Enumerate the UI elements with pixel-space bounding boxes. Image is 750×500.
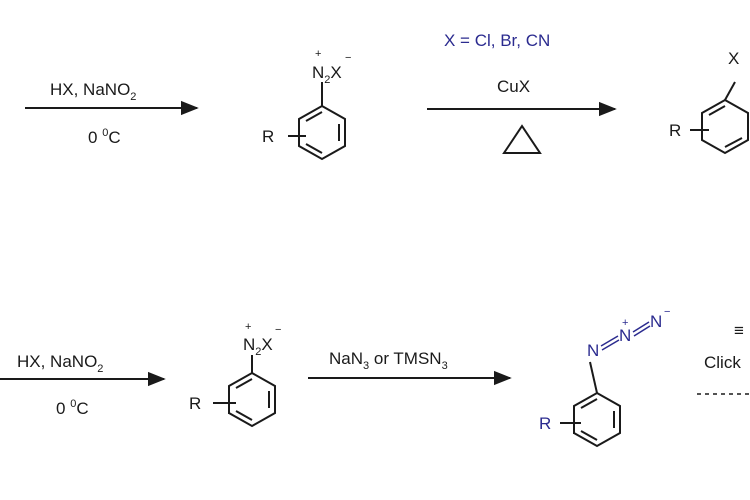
minus-charge: − [275,324,281,336]
r1-step1-temperature: 0 0C [88,127,121,147]
r1-product-structure: X R [669,49,749,155]
x-substituent-label: X [728,49,739,68]
r1-diazonium-label: N2X [312,63,342,86]
plus-charge: + [315,48,321,60]
r1-diazonium-structure: N2X + − R [262,48,351,161]
plus-charge: + [622,317,628,329]
r2-diazonium-structure: N2X + − R [189,321,281,428]
benzene-ring [298,104,346,161]
azide-n1: N [587,341,599,360]
azide-n3: N [650,312,662,331]
minus-charge: − [345,52,351,64]
r2-step1-reagent: HX, NaNO2 [17,352,103,375]
heat-triangle-icon [502,124,542,154]
r-group-label: R [539,414,551,433]
r2-azide-structure: R N N + N − [539,306,670,448]
r1-step2-halide-condition: X = Cl, Br, CN [444,31,550,50]
alkyne-symbol: ≡ [734,321,744,340]
r-group-label: R [189,394,201,413]
plus-charge: + [245,321,251,333]
r2-step2-reagent: NaN3 or TMSN3 [329,349,448,372]
benzene-ring [573,391,621,448]
r-group-label: R [669,121,681,140]
r1-step1-reagent: HX, NaNO2 [50,80,136,103]
r-group-label: R [262,127,274,146]
azide-n2: N [619,326,631,345]
r2-step1-temperature: 0 0C [56,398,89,418]
minus-charge: − [664,306,670,318]
r1-step2-reagent: CuX [497,77,530,96]
benzene-ring [701,98,749,155]
click-label: Click [704,353,741,372]
benzene-ring [228,371,276,428]
reaction-1: HX, NaNO2 0 0C N2X + − R X = Cl, Br, CN … [25,31,749,161]
reaction-2: HX, NaNO2 0 0C N2X + − R NaN3 or TMSN3 [0,306,750,448]
r2-diazonium-label: N2X [243,335,273,358]
